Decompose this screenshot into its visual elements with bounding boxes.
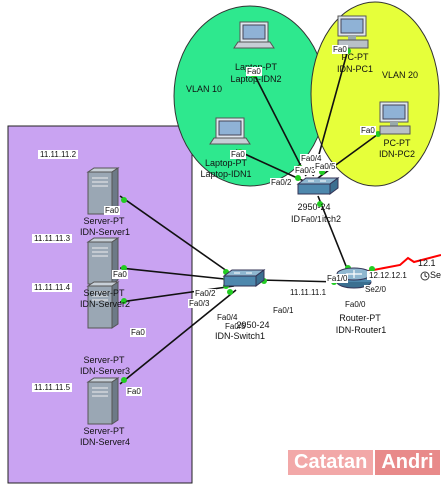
laptop2-port: Fa0 [246,67,262,76]
server3-port: Fa0 [130,328,146,337]
server4-ip: 11.11.11.5 [32,383,73,392]
switch2-port-fa0-5: Fa0/5 [314,162,337,171]
link-laptop2-switch2 [251,69,307,177]
switch1-port-fa0-4: Fa0/4 [216,313,239,322]
vlan10-label: VLAN 10 [186,84,223,94]
server4-port: Fa0 [126,387,142,396]
link-switch2-router1 [317,195,351,277]
server2-type: Server-PT [83,288,125,298]
switch2-port-fa0-1: Fa0/1 [300,215,323,224]
link-server1-switch1 [119,195,235,277]
watermark: Catatan Andri [288,448,440,476]
pc1-port: Fa0 [332,45,348,54]
switch2-port-fa0-3: Fa0/3 [294,166,317,175]
laptop1-port: Fa0 [230,150,246,159]
laptop-icon[interactable] [209,117,251,145]
server3-name: IDN-Server3 [79,366,130,376]
server1-type: Server-PT [83,216,125,226]
switch2-port-fa0-2: Fa0/2 [270,178,293,187]
pc2-type: PC-PT [383,138,411,148]
server2-name: IDN-Server2 [79,299,130,309]
pc1-name: IDN-PC1 [336,64,373,74]
server-icon[interactable] [86,167,120,215]
switch2-type: 2950-24 [297,202,331,212]
watermark-left: Catatan [288,449,374,475]
pc2-name: IDN-PC2 [378,149,415,159]
switch1-name: IDN-Switch1 [214,331,265,341]
server3-ip: 11.11.11.4 [32,283,73,292]
pc2-port: Fa0 [360,126,376,135]
router-name: IDN-Router1 [335,325,387,335]
server2-ip: 11.11.11.3 [32,234,73,243]
server-icon[interactable] [86,281,120,329]
server1-ip: 11.11.11.2 [38,150,79,159]
server2-port: Fa0 [112,270,128,279]
laptop-icon[interactable] [233,21,275,49]
switch1-type: 2950-24 [236,320,270,330]
router-fa00-ip: 11.11.11.1 [288,288,329,297]
router-port-fa1-0: Fa1/0 [326,274,349,283]
pc-icon[interactable] [337,15,369,49]
watermark-right: Andri [375,449,440,475]
switch-icon[interactable] [296,177,340,195]
server4-name: IDN-Server4 [79,437,130,447]
pc1-type: PC-PT [341,52,369,62]
server1-port: Fa0 [104,206,120,215]
router-type: Router-PT [339,313,381,323]
router-se20-ip: 12.12.12.1 [367,271,409,280]
remote-ip: 12.1 [418,258,436,268]
switch1-port-fa0-3: Fa0/3 [188,299,211,308]
link-server3-switch1 [119,285,235,303]
pc-icon[interactable] [379,101,411,135]
router-port-se2-0: Se2/0 [364,285,387,294]
server-icon[interactable] [86,377,120,425]
switch1-port-fa0-5: Fa0/5 [224,322,247,331]
laptop2-name: Laptop-IDN2 [230,74,282,84]
laptop1-type: Laptop-PT [204,158,248,168]
router-port-fa0-0: Fa0/0 [344,300,367,309]
switch1-port-fa0-2: Fa0/2 [194,289,217,298]
remote-port: Se [430,270,441,280]
link-server4-switch1 [119,289,237,385]
switch-icon[interactable] [222,269,266,287]
vlan20-label: VLAN 20 [382,70,419,80]
link-server2-switch1 [119,267,235,281]
server4-type: Server-PT [83,426,125,436]
laptop1-name: Laptop-IDN1 [200,169,252,179]
server3-type: Server-PT [83,355,125,365]
switch1-port-fa0-1: Fa0/1 [272,306,295,315]
clock-icon [420,271,430,281]
switch2-port-fa0-4: Fa0/4 [300,154,323,163]
link-laptop1-switch2 [235,149,307,183]
serial-link [367,254,441,272]
server1-name: IDN-Server1 [79,227,130,237]
